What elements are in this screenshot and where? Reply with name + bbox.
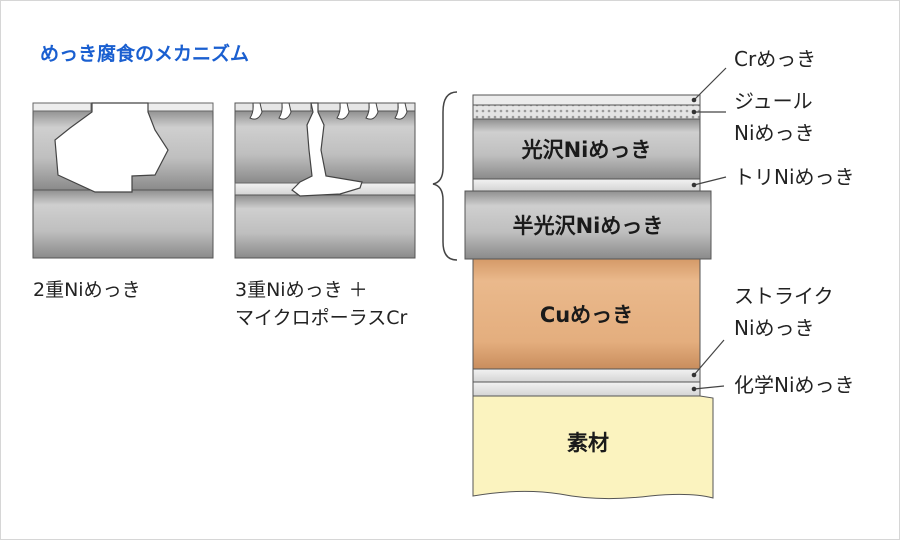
double-ni-lower-layer xyxy=(32,189,214,259)
leader-dots xyxy=(691,97,697,392)
chemical-callout: 化学Niめっき xyxy=(734,373,855,397)
bright-ni-layer xyxy=(472,118,701,180)
cu-layer xyxy=(472,258,701,370)
chemical-ni-layer xyxy=(472,381,701,397)
triple-ni-caption-line1: 3重Niめっき ＋ xyxy=(235,279,368,301)
layer-stack: 光沢Niめっき 半光沢Niめっき Cuめっき 素材 xyxy=(464,94,714,500)
joule-ni-layer xyxy=(472,104,701,120)
corrosion-channel-shape xyxy=(291,102,363,197)
strike-callout-line1: ストライク xyxy=(734,284,834,308)
curly-brace xyxy=(432,91,458,261)
double-ni-cr-right xyxy=(147,102,214,112)
diagram-title: めっき腐食のメカニズム xyxy=(40,42,249,65)
double-ni-caption: 2重Niめっき xyxy=(33,279,141,301)
double-ni-cr-left xyxy=(32,102,92,112)
tri-ni-layer xyxy=(472,178,701,192)
double-ni-diagram: 2重Niめっき xyxy=(32,102,214,301)
joule-callout-line2: Niめっき xyxy=(734,121,815,145)
triple-ni-caption-line2: マイクロポーラスCr xyxy=(235,307,408,329)
bright-ni-label: 光沢Niめっき xyxy=(521,138,652,162)
cu-label: Cuめっき xyxy=(540,303,633,327)
joule-callout-line1: ジュール xyxy=(734,89,813,113)
substrate-layer xyxy=(472,395,714,500)
strike-callout-line2: Niめっき xyxy=(734,316,815,340)
cr-layer xyxy=(472,94,701,106)
tri-callout: トリNiめっき xyxy=(734,165,855,189)
triple-ni-diagram: 3重Niめっき ＋ マイクロポーラスCr xyxy=(234,102,416,329)
strike-ni-layer xyxy=(472,368,701,383)
leader-lines xyxy=(693,67,727,390)
cr-callout: Crめっき xyxy=(734,47,816,71)
corrosion-pit-shape xyxy=(54,102,169,193)
semi-bright-ni-label: 半光沢Niめっき xyxy=(513,214,664,238)
micro-pits xyxy=(249,102,408,120)
substrate-label: 素材 xyxy=(567,431,609,455)
triple-ni-semi-layer xyxy=(234,194,416,259)
semi-bright-ni-layer xyxy=(464,190,712,260)
